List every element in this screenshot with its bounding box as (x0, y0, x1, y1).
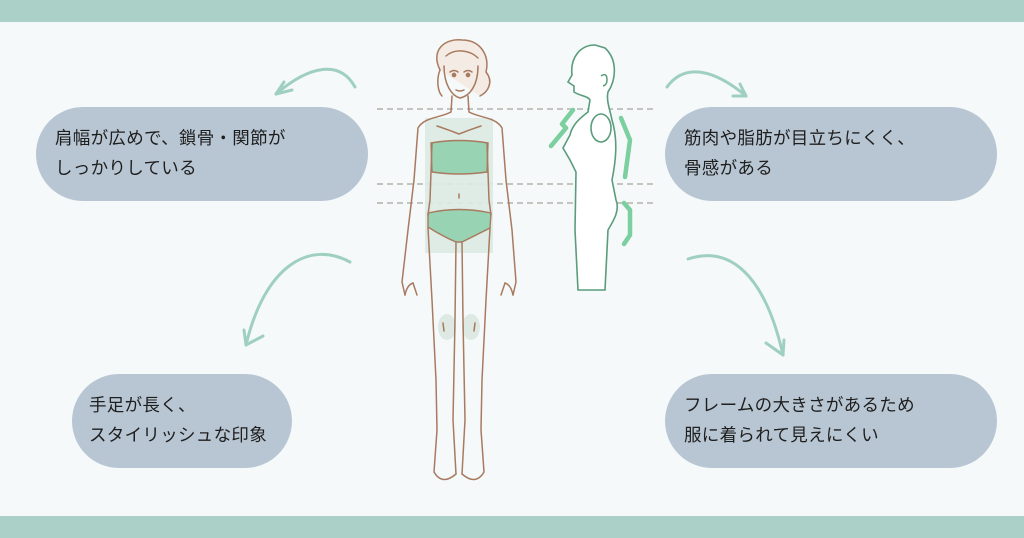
bottom-garment (427, 208, 492, 243)
bottom-band (0, 516, 1024, 538)
side-silhouette-illustration (548, 44, 633, 291)
arrow-icon-bottom-right (686, 254, 786, 357)
shoulder-joint (590, 113, 612, 143)
top-band (0, 0, 1024, 22)
callout-line: スタイリッシュな印象 (89, 426, 267, 446)
callout-line: 肩幅が広めで、鎖骨・関節が (55, 129, 286, 149)
callout-line: フレームの大きさがあるため (684, 396, 915, 416)
ear (600, 73, 608, 87)
callout-long-limbs: 手足が長く、 スタイリッシュな印象 (72, 374, 292, 468)
front-figure-illustration (401, 39, 517, 481)
accent-marks (548, 107, 633, 247)
callout-line: 服に着られて見えにくい (684, 426, 879, 446)
callout-line: 手足が長く、 (89, 396, 196, 416)
top-garment (430, 139, 489, 175)
callout-shoulder-width: 肩幅が広めで、鎖骨・関節が しっかりしている (36, 107, 368, 201)
callout-line: 筋肉や脂肪が目立ちにくく、 (684, 129, 916, 149)
callout-large-frame: フレームの大きさがあるため 服に着られて見えにくい (665, 374, 997, 468)
knee-highlight (438, 314, 456, 340)
callout-line: 骨感がある (684, 159, 773, 179)
callout-bone-structure: 筋肉や脂肪が目立ちにくく、 骨感がある (665, 107, 997, 201)
knee-highlight (462, 314, 480, 340)
callout-line: しっかりしている (55, 159, 197, 179)
arrow-icon-top-right (665, 70, 748, 98)
arrow-icon-top-left (274, 67, 357, 96)
arrows (242, 67, 786, 357)
arrow-icon-bottom-left (242, 252, 352, 347)
